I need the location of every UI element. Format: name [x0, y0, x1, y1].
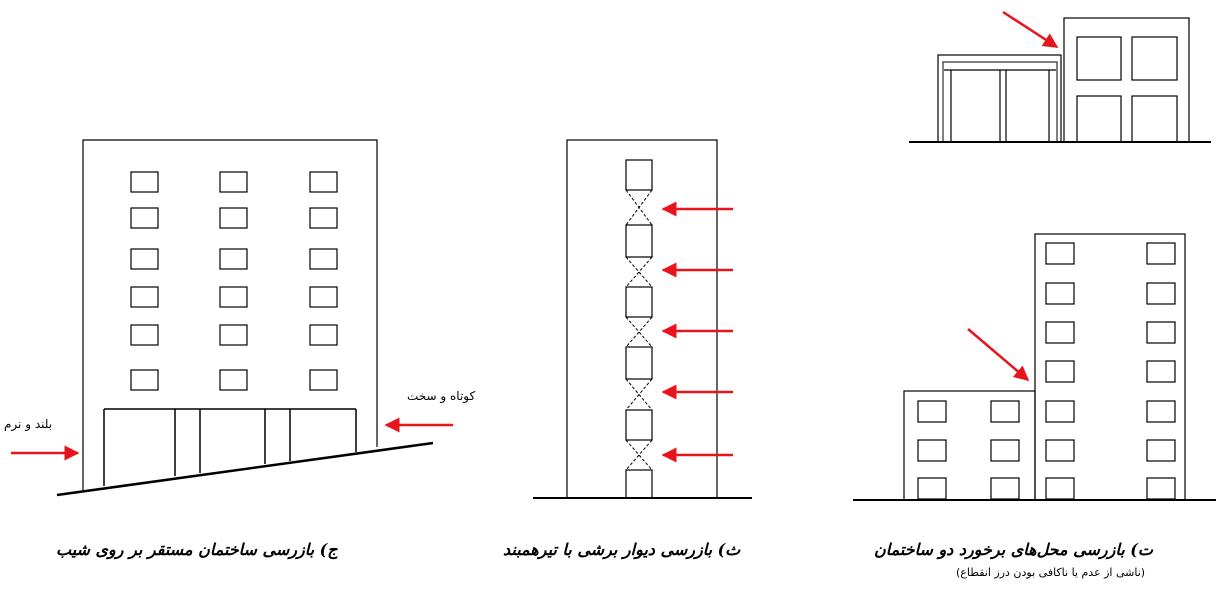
coupling-beam-diagonal — [625, 439, 653, 471]
window — [1045, 360, 1075, 383]
window — [1146, 439, 1176, 462]
slope-windows — [130, 171, 338, 391]
window — [917, 477, 947, 500]
shear-wall-building — [566, 139, 718, 499]
window — [917, 400, 947, 423]
window — [1131, 95, 1178, 143]
window — [1146, 321, 1176, 344]
short-stiff-label: کوتاه و سخت — [407, 389, 476, 403]
window — [309, 248, 338, 270]
window — [990, 477, 1020, 500]
wall-opening — [625, 286, 653, 318]
window — [219, 248, 248, 270]
slope-caption: ج) بازرسی ساختمان مستقر بر روی شیب — [56, 540, 338, 559]
shear-wall-caption: ث) بازرسی دیوار برشی با تیرهمبند — [503, 540, 741, 559]
window — [130, 286, 159, 308]
tall-building-top — [1063, 17, 1190, 143]
wall-opening — [625, 469, 653, 499]
window — [219, 324, 248, 346]
window — [130, 207, 159, 229]
pounding-panel — [853, 10, 1216, 501]
window — [1045, 321, 1075, 344]
coupling-beam-diagonal — [625, 316, 653, 348]
slope-building-panel — [11, 139, 453, 497]
window — [1045, 477, 1075, 500]
window — [219, 207, 248, 229]
window — [1146, 282, 1176, 305]
window — [1045, 400, 1075, 423]
window — [130, 369, 159, 391]
window — [1076, 36, 1122, 81]
window — [990, 400, 1020, 423]
wall-opening — [625, 346, 653, 380]
window — [219, 369, 248, 391]
tall-building — [1034, 233, 1186, 501]
window — [309, 171, 338, 193]
window — [990, 439, 1020, 462]
pounding-windows — [917, 242, 1176, 500]
pounding-caption: ت) بازرسی محل‌های برخورد دو ساختمان — [874, 540, 1153, 559]
wall-opening — [625, 224, 653, 258]
window — [1131, 36, 1178, 81]
window — [1076, 95, 1122, 143]
window — [1146, 400, 1176, 423]
window — [1045, 242, 1075, 265]
coupling-beam-arrows — [661, 201, 733, 463]
window — [219, 286, 248, 308]
coupling-beam-diagonal — [625, 378, 653, 411]
window — [130, 248, 159, 270]
window — [917, 439, 947, 462]
window — [130, 171, 159, 193]
wall-openings — [625, 159, 653, 499]
coupling-beam-diagonal — [625, 316, 653, 348]
window — [1146, 360, 1176, 383]
window — [219, 171, 248, 193]
window — [309, 324, 338, 346]
coupling-beam-diagonal — [625, 256, 653, 288]
sloped-ground — [56, 441, 434, 497]
window — [309, 369, 338, 391]
tall-soft-label: بلند و نرم — [4, 417, 53, 431]
low-building — [903, 390, 1036, 501]
window — [1045, 439, 1075, 462]
pounding-note: (ناشی از عدم یا ناکافی بودن درز انقطاع) — [956, 566, 1146, 579]
window — [1146, 242, 1176, 265]
window — [130, 324, 159, 346]
wall-opening — [625, 409, 653, 441]
coupling-beam-diagonal — [625, 256, 653, 288]
window — [309, 207, 338, 229]
shear-wall-panel — [533, 139, 752, 499]
pounding-arrow — [1002, 10, 1059, 49]
pounding-arrow — [967, 328, 1030, 381]
window — [1146, 477, 1176, 500]
wall-opening — [625, 159, 653, 191]
window — [1045, 282, 1075, 305]
slope-building-outline — [82, 139, 378, 490]
coupling-beam-diagonal — [625, 439, 653, 471]
coupling-beam-diagonal — [625, 189, 653, 226]
window — [309, 286, 338, 308]
